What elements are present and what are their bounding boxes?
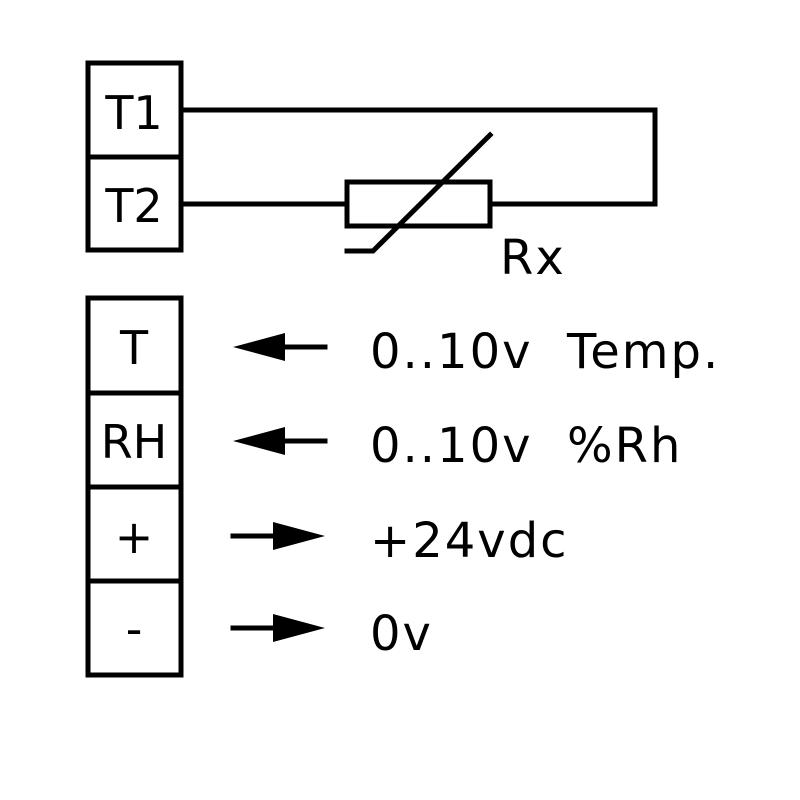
wire-t1-loop (178, 107, 658, 207)
arrow-in-temp (233, 333, 328, 361)
terminal-t2-label: T2 (104, 179, 162, 233)
arrow-out-0v (230, 614, 325, 642)
terminal-t1-label: T1 (104, 86, 162, 140)
terminal-t-label: T (119, 321, 149, 375)
terminal-plus-label: + (115, 510, 154, 564)
signal-rh-label: 0..10v %Rh (370, 418, 682, 474)
thermistor-variable-slash (344, 131, 494, 254)
signal-labels: 0..10v Temp. 0..10v %Rh +24vdc 0v (370, 324, 720, 662)
io-terminal-block: T RH + - (85, 295, 184, 678)
signal-24vdc-label: +24vdc (370, 513, 569, 569)
signal-0v-label: 0v (370, 606, 433, 662)
terminal-minus-label: - (126, 602, 143, 656)
signal-arrows (230, 333, 328, 642)
thermistor-circuit: Rx (178, 107, 658, 286)
arrow-out-24vdc (230, 522, 325, 550)
terminal-rh-label: RH (101, 415, 168, 469)
signal-temp-label: 0..10v Temp. (370, 324, 720, 380)
sensor-terminal-block: T1 T2 (85, 60, 184, 253)
resistor-rx-label: Rx (500, 230, 566, 286)
arrow-in-rh (233, 427, 328, 455)
